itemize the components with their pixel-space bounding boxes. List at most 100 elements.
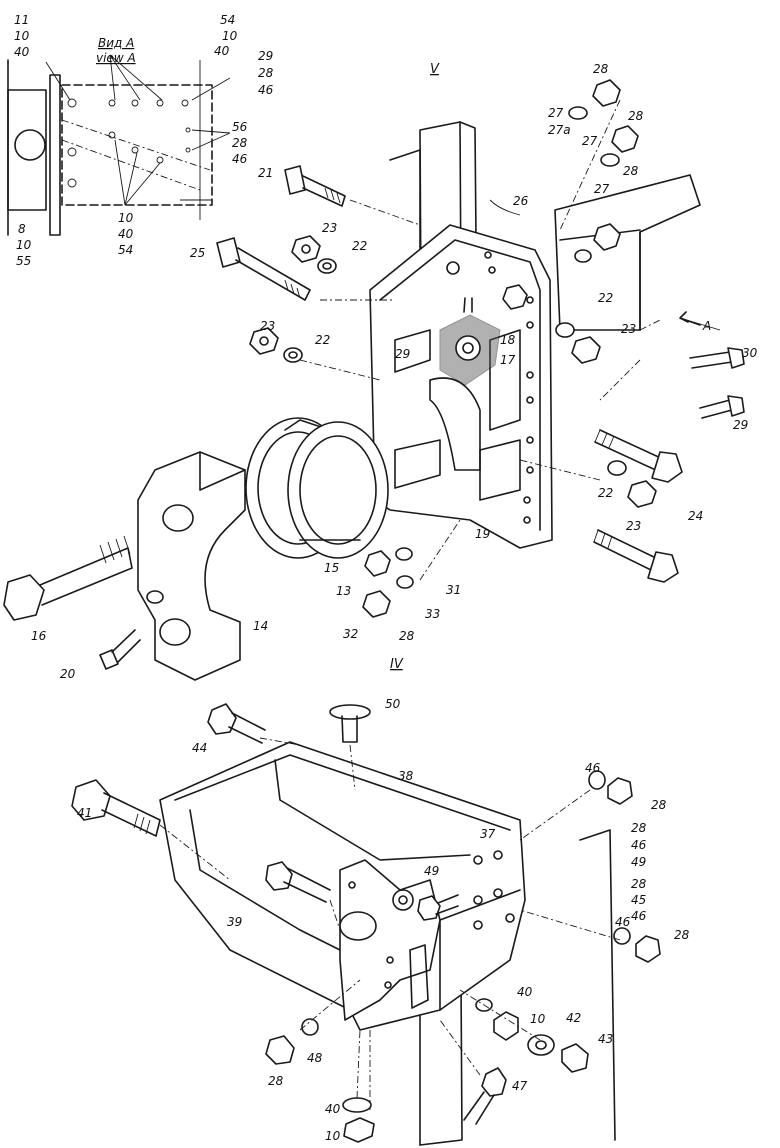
inset-label: 29: [258, 49, 273, 63]
inset-label: 40: [118, 227, 134, 241]
leader-lines-lower: [159, 737, 621, 1099]
section-iv-title: IV: [390, 657, 404, 672]
part-number-label: 46: [585, 761, 601, 775]
part-number-label: 28: [623, 164, 639, 178]
part-number-label: 40: [517, 985, 533, 999]
part-number-label: 28: [631, 877, 647, 891]
bolt-49: [417, 894, 459, 921]
part-number-label: 46: [615, 915, 631, 929]
part-number-label: 25: [190, 246, 205, 260]
leader-lines-upper: [299, 99, 721, 581]
bolt-39: [265, 861, 331, 903]
part-number-label: 16: [31, 629, 47, 643]
part-number-label: 22: [598, 486, 613, 500]
part-number-label: 50: [385, 697, 401, 711]
part-number-label: 18: [500, 333, 516, 347]
part-number-label: 43: [598, 1032, 613, 1046]
inset-label: 11: [14, 13, 29, 27]
bolt-41: [71, 779, 161, 837]
part-number-label: 37: [480, 827, 496, 841]
part-number-label: 23: [621, 322, 636, 336]
view-a-inset: Вид А view A 11 10 40 54 10 40 29 28 46 …: [7, 13, 274, 268]
part-number-label: 10: [530, 1012, 546, 1026]
part-number-label: 15: [324, 561, 339, 575]
part-number-label: 32: [343, 627, 358, 641]
part-number-label: 17: [500, 353, 516, 367]
inset-label: 8: [18, 222, 26, 236]
arrow-a-label: A: [702, 319, 711, 333]
section-v-title: V: [430, 62, 440, 77]
part-number-label: 13: [336, 584, 351, 598]
part-number-label: 20: [60, 667, 76, 681]
part-number-label: 31: [446, 583, 461, 597]
part-number-label: 28: [651, 798, 667, 812]
part-number-label: 22: [352, 239, 367, 253]
bolt-50: [329, 704, 371, 743]
part-number-label: 38: [398, 769, 414, 783]
part-number-label: 23: [260, 319, 275, 333]
inset-label: 54: [220, 13, 235, 27]
inset-label: 54: [118, 243, 133, 257]
part-number-label: 27: [594, 182, 610, 196]
part-number-label: 39: [227, 915, 242, 929]
part-number-label: 28: [593, 62, 609, 76]
bushing-13: [287, 421, 389, 559]
part-number-label: 49: [424, 864, 439, 878]
part-number-label: 27: [548, 106, 564, 120]
bolt-25: [216, 237, 311, 301]
inset-label: 55: [16, 254, 31, 268]
nuts-washers-lower: [265, 770, 661, 1143]
inset-label: 46: [232, 152, 248, 166]
part-number-label: 49: [631, 855, 646, 869]
part-number-label: 28: [268, 1074, 284, 1088]
part-number-label: 29: [733, 418, 748, 432]
part-number-label: 22: [315, 333, 330, 347]
bolt-44: [207, 703, 266, 744]
bolt-16: [3, 535, 133, 621]
inset-bolt-holes: [67, 98, 191, 188]
inset-label: 10: [222, 29, 238, 43]
inset-label: 56: [232, 120, 248, 134]
bolt-21: [284, 165, 346, 207]
spring-bracket: [369, 224, 553, 549]
view-a-label-ru: Вид А: [98, 36, 134, 50]
inset-label: 28: [258, 66, 274, 80]
view-a-label-en: view A: [96, 51, 136, 65]
part-number-label: 47: [512, 1079, 528, 1093]
part-number-label: 23: [626, 519, 641, 533]
part-number-label: 28: [628, 109, 644, 123]
part-number-label: 33: [425, 607, 440, 621]
plate-37: [339, 859, 441, 1021]
part-number-label: 10: [325, 1129, 341, 1143]
part-number-label: 27a: [548, 123, 571, 137]
part-number-label: 40: [325, 1102, 341, 1116]
nuts-washers-upper: [249, 79, 657, 618]
grease-fitting-20: [99, 629, 141, 670]
part-number-label: 28: [631, 821, 647, 835]
part-number-label: 22: [598, 291, 613, 305]
part-number-label: 42: [566, 1011, 581, 1025]
lower-part-labels: 50 44 38 46 28 41 37 28 46 49 49 28 45 4…: [77, 697, 690, 1143]
bolts-24-29-30: [463, 297, 745, 583]
part-number-label: 46: [631, 909, 647, 923]
inset-label: 28: [232, 136, 248, 150]
part-number-label: 26: [513, 194, 529, 208]
part-number-label: 29: [395, 347, 410, 361]
part-number-label: 48: [307, 1051, 323, 1065]
part-number-label: 41: [77, 806, 92, 820]
part-number-label: 19: [475, 527, 490, 541]
inset-label: 10: [118, 211, 134, 225]
part-number-label: 28: [674, 928, 690, 942]
cross-section-cutaway: [439, 314, 501, 386]
inset-label: 10: [14, 29, 30, 43]
part-number-label: 28: [399, 629, 415, 643]
inset-label: 40: [14, 45, 30, 59]
part-number-label: 21: [258, 166, 273, 180]
part-number-label: 44: [192, 741, 207, 755]
part-number-label: 46: [631, 838, 647, 852]
part-number-label: 24: [688, 509, 703, 523]
part-number-label: 14: [253, 619, 268, 633]
inset-label: 46: [258, 83, 274, 97]
part-number-label: 30: [742, 346, 758, 360]
